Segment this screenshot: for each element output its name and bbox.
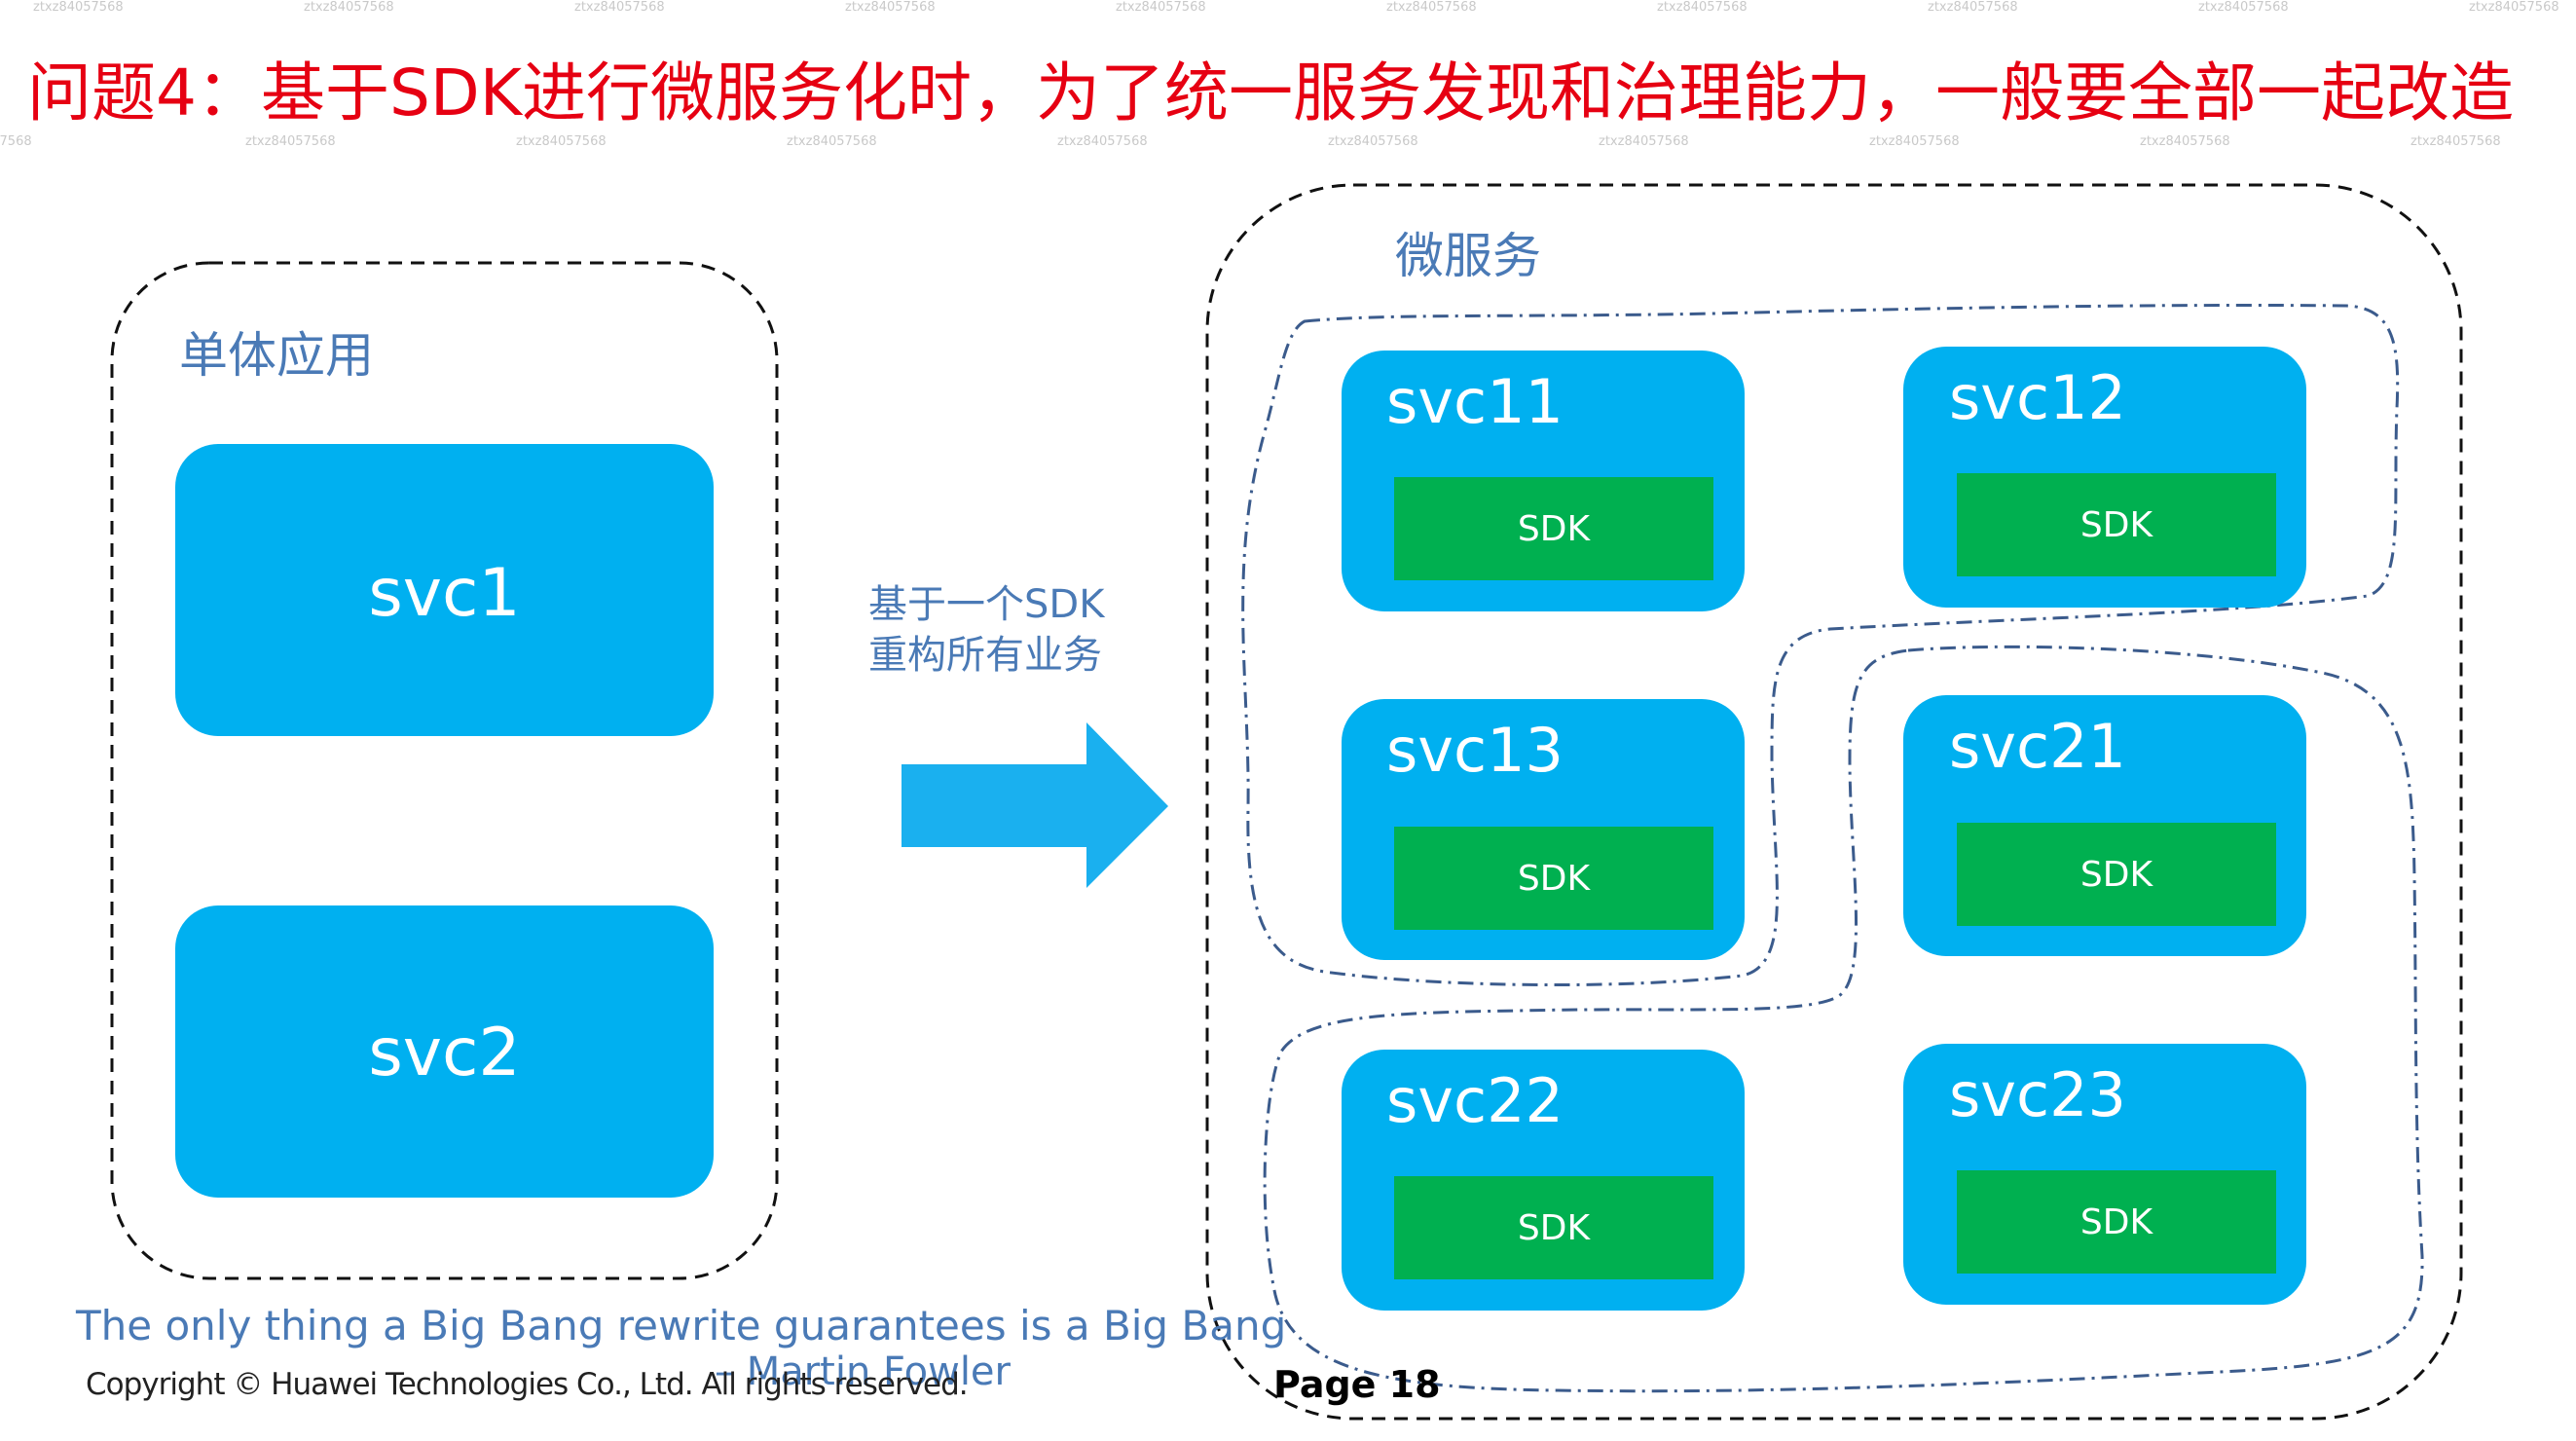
watermark: ztxz84057568 xyxy=(2469,0,2559,15)
watermark: ztxz84057568 xyxy=(787,134,877,149)
watermark: ztxz84057568 xyxy=(1386,0,1477,15)
sdk-box: SDK xyxy=(1957,1170,2276,1274)
sdk-box: SDK xyxy=(1394,477,1713,580)
arrow-label-line-1: 基于一个SDK xyxy=(868,582,1105,627)
sdk-box: SDK xyxy=(1957,823,2276,926)
page-title: 问题4：基于SDK进行微服务化时，为了统一服务发现和治理能力，一般要全部一起改造 xyxy=(27,55,2514,130)
copyright: Copyright © Huawei Technologies Co., Ltd… xyxy=(86,1367,969,1402)
sdk-label: SDK xyxy=(1517,1207,1591,1248)
monolith-label: 单体应用 xyxy=(179,327,374,384)
sdk-label: SDK xyxy=(2079,854,2153,895)
microservice-name: svc22 xyxy=(1386,1065,1564,1136)
monolith-service-box xyxy=(175,905,714,1198)
watermark: ztxz84057568 xyxy=(1116,0,1206,15)
quote-author: – Martin Fowler xyxy=(715,1349,1011,1394)
watermark: ztxz84057568 xyxy=(304,0,394,15)
monolith-container-outline xyxy=(110,261,779,1280)
watermark: ztxz84057568 xyxy=(1869,134,1960,149)
microservice-name: svc21 xyxy=(1949,711,2126,782)
group-2-outline xyxy=(1263,645,2424,1393)
watermark: ztxz84057568 xyxy=(2198,0,2289,15)
watermark: ztxz84057568 xyxy=(1599,134,1689,149)
microservice-name: svc11 xyxy=(1386,366,1564,437)
sdk-label: SDK xyxy=(2079,504,2153,545)
sdk-label: SDK xyxy=(1517,858,1591,899)
monolith-service-box xyxy=(175,444,714,736)
watermark: ztxz84057568 xyxy=(574,0,665,15)
page-number: Page 18 xyxy=(1273,1363,1441,1406)
microservice-name: svc12 xyxy=(1949,362,2126,433)
watermark: ztxz84057568 xyxy=(2140,134,2230,149)
microservice-name: svc23 xyxy=(1949,1059,2126,1130)
sdk-box: SDK xyxy=(1957,473,2276,576)
watermark: ztxz84057568 xyxy=(2410,134,2501,149)
monolith-service-name: svc2 xyxy=(368,1015,521,1091)
microservice-name: svc13 xyxy=(1386,715,1564,786)
watermark: ztxz84057568 xyxy=(516,134,607,149)
watermark: ztxz84057568 xyxy=(33,0,124,15)
sdk-label: SDK xyxy=(1517,508,1591,549)
microservices-label: 微服务 xyxy=(1395,228,1541,284)
sdk-label: SDK xyxy=(2079,1201,2153,1242)
refactor-arrow xyxy=(902,722,1168,888)
watermark: ztxz84057568 xyxy=(1928,0,2018,15)
quote: The only thing a Big Bang rewrite guaran… xyxy=(76,1302,1287,1349)
watermark: ztxz84057568 xyxy=(1657,0,1748,15)
sdk-box: SDK xyxy=(1394,827,1713,930)
watermark: ztxz84057568 xyxy=(1057,134,1148,149)
watermark: ztxz84057568 xyxy=(245,134,336,149)
monolith-service-name: svc1 xyxy=(368,555,521,632)
arrow-label-line-2: 重构所有业务 xyxy=(868,633,1102,678)
watermark: ztxz84057568 xyxy=(1328,134,1418,149)
watermark: ztxz84057568 xyxy=(0,134,32,149)
sdk-box: SDK xyxy=(1394,1176,1713,1279)
microservices-container-outline xyxy=(1205,183,2463,1421)
watermark: ztxz84057568 xyxy=(845,0,936,15)
group-1-outline xyxy=(1241,303,2400,987)
